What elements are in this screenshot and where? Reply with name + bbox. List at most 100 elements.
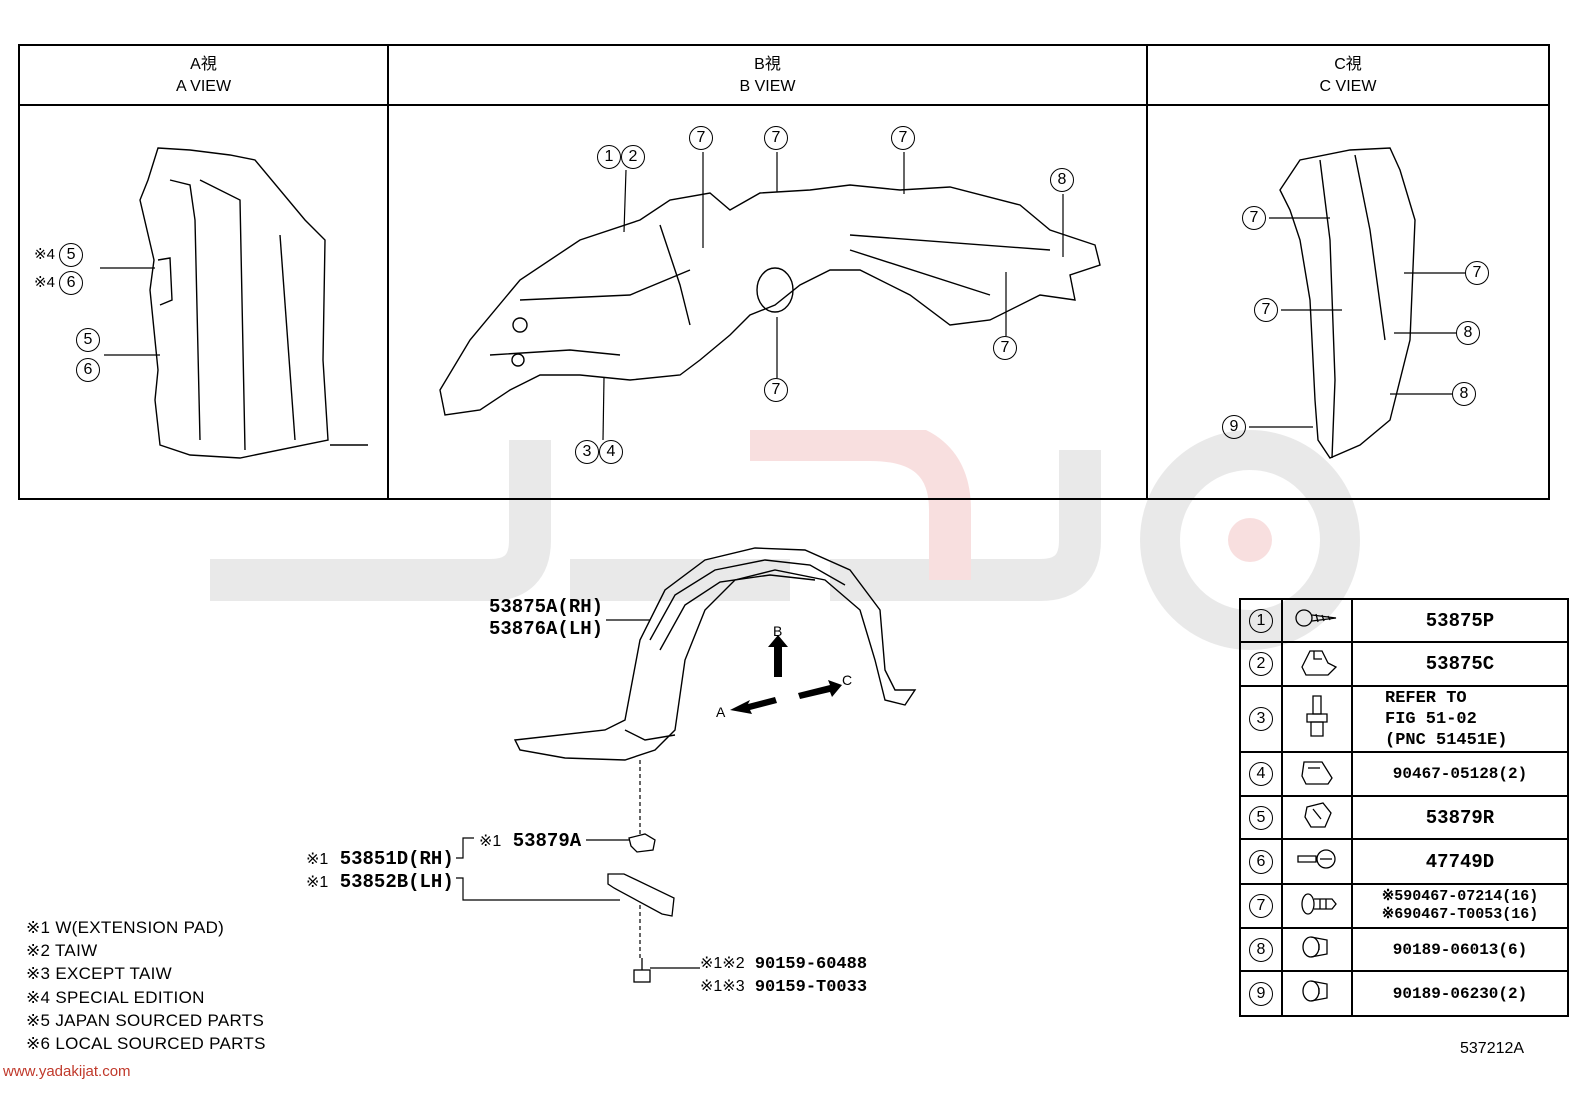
part-number-cell: ※590467-07214(16) ※690467-T0053(16)	[1351, 883, 1569, 929]
screw-icon	[1281, 598, 1353, 643]
view-b-title-jp: B視	[754, 56, 781, 73]
arrow-c-label: C	[842, 672, 853, 688]
callout-1: 1	[1249, 608, 1273, 633]
nut-icon	[1281, 970, 1353, 1017]
nut-clip-icon	[1281, 751, 1353, 797]
callout-6: 6	[59, 271, 84, 295]
view-c-header: C視 C VIEW	[1148, 46, 1548, 106]
part-number-cell: 53875C	[1351, 641, 1569, 687]
callout-7: 7	[1249, 894, 1273, 918]
footnote: ※4 SPECIAL EDITION	[26, 987, 205, 1007]
footnote: ※2 TAIW	[26, 941, 98, 961]
footnote: ※6 LOCAL SOURCED PARTS	[26, 1034, 266, 1054]
nut-icon	[1281, 927, 1353, 972]
view-c-title-jp: C視	[1334, 56, 1362, 73]
view-b-header: B視 B VIEW	[389, 46, 1146, 106]
row-number-cell: 1	[1239, 598, 1283, 643]
stud-bolt-icon	[1281, 685, 1353, 753]
bolt-drawing	[633, 958, 651, 983]
callout-7: 7	[764, 126, 788, 150]
footnotes: ※1 W(EXTENSION PAD) ※2 TAIW ※3 EXCEPT TA…	[26, 916, 266, 1055]
table-row: 7 ※590467-07214(16) ※690467-T0053(16)	[1239, 883, 1569, 929]
table-row: 9 90189-06230(2)	[1239, 970, 1569, 1017]
table-row: 1 53875P	[1239, 598, 1569, 643]
footnote: ※5 JAPAN SOURCED PARTS	[26, 1010, 265, 1030]
callout-5: 5	[1249, 805, 1273, 830]
view-c-title-en: C VIEW	[1319, 78, 1377, 95]
view-a-title-jp: A視	[190, 56, 217, 73]
view-a-title-en: A VIEW	[175, 78, 232, 95]
view-a-panel: A視 A VIEW	[20, 46, 389, 498]
callout-7: 7	[1254, 298, 1278, 322]
view-a-drawing	[139, 147, 368, 459]
table-row: 8 90189-06013(6)	[1239, 927, 1569, 972]
watermark-url[interactable]: www.yadakijat.com	[3, 1063, 131, 1080]
table-row: 2 53875C	[1239, 641, 1569, 687]
callout-7: 7	[689, 126, 713, 150]
callout-5: 5	[59, 243, 84, 267]
extension-pad-drawing	[628, 833, 656, 853]
reference-line: FIG 51-02	[1385, 709, 1477, 729]
part-number-cell: 90467-05128(2)	[1351, 751, 1569, 797]
arrow-a-label: A	[716, 704, 726, 720]
figure-code: 537212A	[1460, 1040, 1525, 1057]
bracket-rh-part-number: 53851D(RH)	[339, 848, 454, 870]
callout-8: 8	[1249, 937, 1273, 962]
table-row: 4 90467-05128(2)	[1239, 751, 1569, 797]
table-row: 3 REFER TO FIG 51-02 (PNC 51451E)	[1239, 685, 1569, 753]
view-c-leaders	[1249, 217, 1465, 428]
callout-7: 7	[993, 336, 1017, 360]
pad-label: ※1 53879A	[479, 830, 581, 852]
clip-icon	[1281, 641, 1353, 687]
callout-2: 2	[1249, 652, 1273, 676]
view-b-panel: B視 B VIEW	[389, 46, 1148, 498]
callout-3: 3	[575, 440, 599, 464]
reference-line: (PNC 51451E)	[1385, 730, 1508, 750]
callout-8: 8	[1050, 168, 1074, 192]
view-a-header: A視 A VIEW	[20, 46, 387, 106]
liner-part-labels: 53875A(RH) 53876A(LH)	[489, 596, 603, 640]
footnote: ※3 EXCEPT TAIW	[26, 964, 172, 984]
view-c-panel: C視 C VIEW	[1148, 46, 1548, 498]
callout-9: 9	[1222, 415, 1246, 439]
callout-9: 9	[1249, 981, 1273, 1006]
parts-table: 1 53875P 2 53875C 3 REFER TO FIG 51-02 (…	[1239, 598, 1569, 1017]
view-b-title-en: B VIEW	[739, 78, 796, 95]
part-number-cell: 53875P	[1351, 598, 1569, 643]
callout-3: 3	[1249, 707, 1273, 731]
push-clip-icon	[1281, 883, 1353, 929]
table-row: 6 47749D	[1239, 838, 1569, 885]
bracket-labels: ※1 53851D(RH) ※1 53852B(LH)	[306, 848, 454, 894]
view-a-label-5-special: ※4 5	[34, 243, 84, 267]
reference-line: REFER TO	[1385, 688, 1467, 708]
callout-8: 8	[1452, 382, 1476, 406]
pad-mark: ※1	[479, 833, 502, 850]
bracket-lh-part-number: 53852B(LH)	[339, 871, 454, 893]
callout-7: 7	[1242, 206, 1266, 230]
view-a-label-6-special: ※4 6	[34, 271, 84, 295]
callout-7: 7	[1465, 261, 1489, 285]
callout-7: 7	[764, 378, 788, 402]
part-number-cell: 47749D	[1351, 838, 1569, 885]
special-edition-mark: ※4	[34, 274, 55, 291]
callout-2: 2	[621, 145, 645, 169]
pad-part-number: 53879A	[512, 830, 582, 852]
bracket-drawing	[607, 873, 675, 917]
callout-1: 1	[597, 145, 621, 169]
callout-5: 5	[76, 328, 100, 352]
liner-lh-part-number: 53876A(LH)	[489, 618, 604, 640]
part-number-line: ※590467-07214(16)	[1381, 888, 1539, 905]
part-number-line: ※690467-T0053(16)	[1381, 906, 1539, 923]
callout-6: 6	[1249, 849, 1273, 874]
callout-8: 8	[1456, 321, 1480, 345]
arrow-b-label: B	[773, 623, 783, 639]
view-panels: A視 A VIEW B視 B VIEW C視 C VIEW	[18, 44, 1550, 500]
callout-7: 7	[891, 126, 915, 150]
callout-4: 4	[1249, 762, 1273, 786]
bracket-rh-mark: ※1	[306, 851, 329, 868]
bolt1-mark: ※1※2	[700, 955, 745, 972]
callout-6: 6	[76, 358, 100, 382]
table-row: 5 53879R	[1239, 795, 1569, 840]
